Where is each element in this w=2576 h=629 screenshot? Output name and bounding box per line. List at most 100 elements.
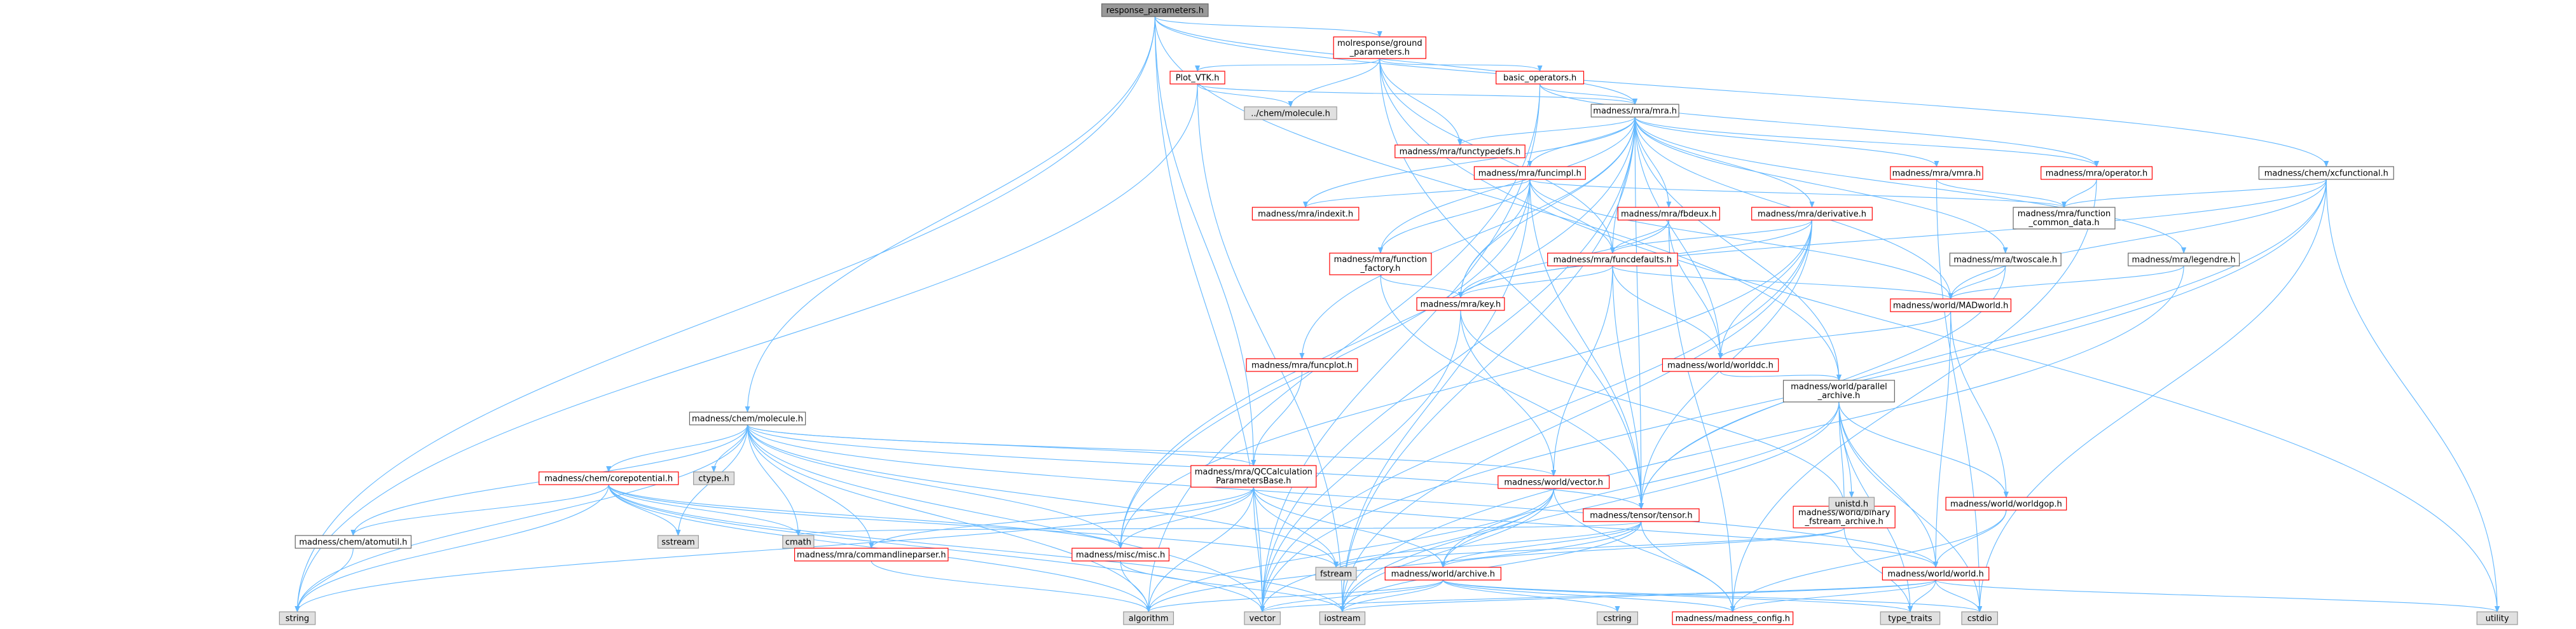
node-label-fstream-0: fstream bbox=[1320, 570, 1352, 579]
edge-xcfunctional-to-utility bbox=[2325, 179, 2500, 612]
node-label-plotvtk-0: Plot_VTK.h bbox=[1176, 74, 1220, 83]
node-box-funcdefaults bbox=[1547, 252, 1678, 266]
edge-world-to-cstdio bbox=[1935, 579, 1983, 612]
node-funcdefaults[interactable]: madness/mra/funcdefaults.h bbox=[1547, 252, 1678, 266]
node-cmdparser[interactable]: madness/mra/commandlineparser.h bbox=[794, 548, 949, 562]
node-label-vmra-0: madness/mra/vmra.h bbox=[1892, 169, 1981, 179]
edge-root-to-vector bbox=[1154, 16, 1265, 612]
node-box-worldgop bbox=[1945, 497, 2067, 511]
node-label-vector-0: vector bbox=[1250, 614, 1276, 624]
edge-xcfunctional-to-madworld bbox=[1948, 179, 2327, 300]
node-chemmol_ext: ../chem/molecule.h bbox=[1244, 106, 1337, 120]
node-cstdio: cstdio bbox=[1961, 611, 1998, 625]
edge-operator-to-fcommon bbox=[2062, 179, 2097, 208]
node-label-parallelarchive-0: madness/world/parallel bbox=[1791, 382, 1887, 392]
edge-qccalc-to-world bbox=[1253, 487, 1938, 568]
edge-misc-to-iostream bbox=[1120, 560, 1345, 612]
edge-funcimpl-to-iostream bbox=[1339, 179, 1531, 612]
edge-legendre-to-iostream bbox=[1340, 265, 2184, 612]
node-label-cmath-0: cmath bbox=[785, 538, 811, 548]
node-gs[interactable]: molresponse/ground_parameters.h bbox=[1333, 36, 1426, 59]
node-qccalc[interactable]: madness/mra/QCCalculationParametersBase.… bbox=[1190, 465, 1317, 488]
edge-qccalc-to-string bbox=[294, 487, 1254, 612]
node-ffactory[interactable]: madness/mra/function_factory.h bbox=[1329, 252, 1432, 275]
node-label-legendre-0: madness/mra/legendre.h bbox=[2132, 256, 2236, 265]
node-box-basicops bbox=[1496, 71, 1585, 85]
node-archive[interactable]: madness/world/archive.h bbox=[1384, 567, 1501, 581]
edge-qccalc-to-misc bbox=[1118, 487, 1254, 549]
node-parallelarchive[interactable]: madness/world/parallel_archive.h bbox=[1782, 380, 1895, 403]
node-madworld[interactable]: madness/world/MADworld.h bbox=[1890, 298, 2012, 312]
node-utility: utility bbox=[2476, 611, 2518, 625]
edge-corepotential-to-atomutil bbox=[350, 484, 609, 536]
edge-mra-to-misc bbox=[1118, 116, 1636, 549]
edge-mra-to-legendre bbox=[1634, 116, 2187, 254]
node-chemmolecule[interactable]: madness/chem/molecule.h bbox=[689, 411, 806, 425]
node-box-funcimpl bbox=[1473, 166, 1586, 180]
node-functypedefs[interactable]: madness/mra/functypedefs.h bbox=[1395, 144, 1526, 158]
edge-tensor-to-archive bbox=[1440, 521, 1642, 568]
edge-atomutil-to-string bbox=[294, 548, 354, 612]
edge-gs-to-tensor bbox=[1379, 58, 1644, 509]
edge-vector_w-to-vector bbox=[1260, 488, 1554, 612]
edge-vmra-to-fcommon bbox=[1936, 179, 2067, 208]
edge-legendre-to-madworld bbox=[1948, 265, 2184, 300]
edge-archive-to-algorithm bbox=[1146, 579, 1443, 612]
node-madconfig[interactable]: madness/madness_config.h bbox=[1672, 611, 1794, 625]
edge-cmdparser-to-algorithm bbox=[871, 560, 1152, 612]
node-xcfunctional[interactable]: madness/chem/xcfunctional.h bbox=[2258, 166, 2394, 180]
node-derivative[interactable]: madness/mra/derivative.h bbox=[1751, 207, 1873, 221]
node-box-xcfunctional bbox=[2258, 166, 2394, 180]
node-funcplot[interactable]: madness/mra/funcplot.h bbox=[1246, 358, 1358, 372]
node-label-binfstream-1: _fstream_archive.h bbox=[1805, 517, 1884, 527]
node-label-ctype-0: ctype.h bbox=[698, 474, 729, 484]
node-funcimpl[interactable]: madness/mra/funcimpl.h bbox=[1473, 166, 1586, 180]
node-worldgop[interactable]: madness/world/worldgop.h bbox=[1945, 497, 2067, 511]
node-box-cstring bbox=[1597, 611, 1639, 625]
node-fbdeux[interactable]: madness/mra/fbdeux.h bbox=[1617, 207, 1720, 221]
node-label-operator-0: madness/mra/operator.h bbox=[2046, 169, 2148, 179]
edge-mra-to-fbdeux bbox=[1634, 116, 1672, 208]
edge-funcimpl-to-madworld bbox=[1529, 179, 1953, 300]
edge-binfstream-to-archive bbox=[1440, 527, 1845, 568]
node-world[interactable]: madness/world/world.h bbox=[1882, 567, 1990, 581]
node-label-functypedefs-0: madness/mra/functypedefs.h bbox=[1400, 148, 1521, 157]
node-tensor[interactable]: madness/tensor/tensor.h bbox=[1583, 508, 1700, 522]
node-box-string bbox=[279, 611, 316, 625]
node-indexit[interactable]: madness/mra/indexit.h bbox=[1251, 207, 1360, 221]
node-label-funcdefaults-0: madness/mra/funcdefaults.h bbox=[1553, 256, 1672, 265]
node-box-ctype bbox=[693, 471, 735, 485]
node-atomutil[interactable]: madness/chem/atomutil.h bbox=[294, 535, 412, 549]
node-vector_w[interactable]: madness/world/vector.h bbox=[1498, 475, 1610, 489]
node-box-chemmol_ext bbox=[1244, 106, 1337, 120]
edge-gs-to-plotvtk bbox=[1195, 58, 1381, 72]
node-legendre[interactable]: madness/mra/legendre.h bbox=[2128, 252, 2240, 266]
node-box-archive bbox=[1384, 567, 1501, 581]
node-box-madconfig bbox=[1672, 611, 1794, 625]
node-plotvtk[interactable]: Plot_VTK.h bbox=[1169, 71, 1225, 85]
node-label-gs-0: molresponse/ground bbox=[1337, 39, 1422, 48]
node-fcommon[interactable]: madness/mra/function_common_data.h bbox=[2013, 207, 2116, 230]
node-corepotential[interactable]: madness/chem/corepotential.h bbox=[538, 471, 679, 485]
node-twoscale[interactable]: madness/mra/twoscale.h bbox=[1949, 252, 2062, 266]
edge-funcimpl-to-tensor bbox=[1529, 179, 1644, 509]
node-label-qccalc-1: ParametersBase.h bbox=[1216, 476, 1291, 486]
node-key[interactable]: madness/mra/key.h bbox=[1416, 297, 1505, 311]
edge-vector_w-to-algorithm bbox=[1146, 488, 1554, 612]
edge-funcdefaults-to-madworld bbox=[1612, 265, 1953, 300]
edge-chemmolecule-to-vector_w bbox=[747, 424, 1556, 476]
edge-corepotential-to-misc bbox=[608, 484, 1123, 549]
node-basicops[interactable]: basic_operators.h bbox=[1496, 71, 1585, 85]
node-label-madworld-0: madness/world/MADworld.h bbox=[1893, 301, 2009, 311]
node-label-ffactory-0: madness/mra/function bbox=[1334, 255, 1428, 265]
node-vmra[interactable]: madness/mra/vmra.h bbox=[1890, 166, 1983, 180]
edge-archive-to-vector bbox=[1260, 579, 1443, 612]
node-box-sstream bbox=[657, 535, 699, 549]
node-worlddc[interactable]: madness/world/worlddc.h bbox=[1662, 358, 1779, 372]
node-root[interactable]: response_parameters.h bbox=[1101, 3, 1209, 17]
node-mra[interactable]: madness/mra/mra.h bbox=[1590, 104, 1679, 118]
node-misc[interactable]: madness/misc/misc.h bbox=[1071, 548, 1170, 562]
node-label-mra-0: madness/mra/mra.h bbox=[1593, 107, 1677, 116]
edge-fbdeux-to-madconfig bbox=[1668, 219, 1735, 612]
node-operator[interactable]: madness/mra/operator.h bbox=[2041, 166, 2153, 180]
